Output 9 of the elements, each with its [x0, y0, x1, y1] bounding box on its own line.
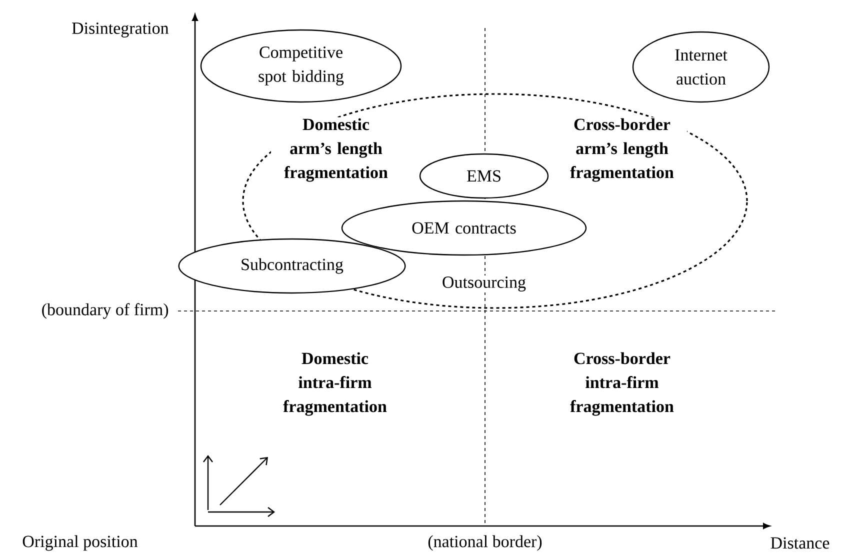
axis-label: Distance [770, 537, 830, 549]
axis-label: (boundary of firm) [42, 303, 168, 319]
quadrant-label: Cross-border intra-firm fragmentation [557, 351, 687, 417]
quadrant-label: Cross-border arm’s length fragmentation [557, 117, 687, 183]
axis-label: Disintegration [72, 22, 169, 38]
axis-label: Original position [22, 535, 138, 551]
quadrant-label: Domestic intra-firm fragmentation [270, 351, 400, 417]
quadrant-label: Domestic arm’s length fragmentation [271, 117, 401, 183]
axis-label: (national border) [428, 535, 542, 551]
